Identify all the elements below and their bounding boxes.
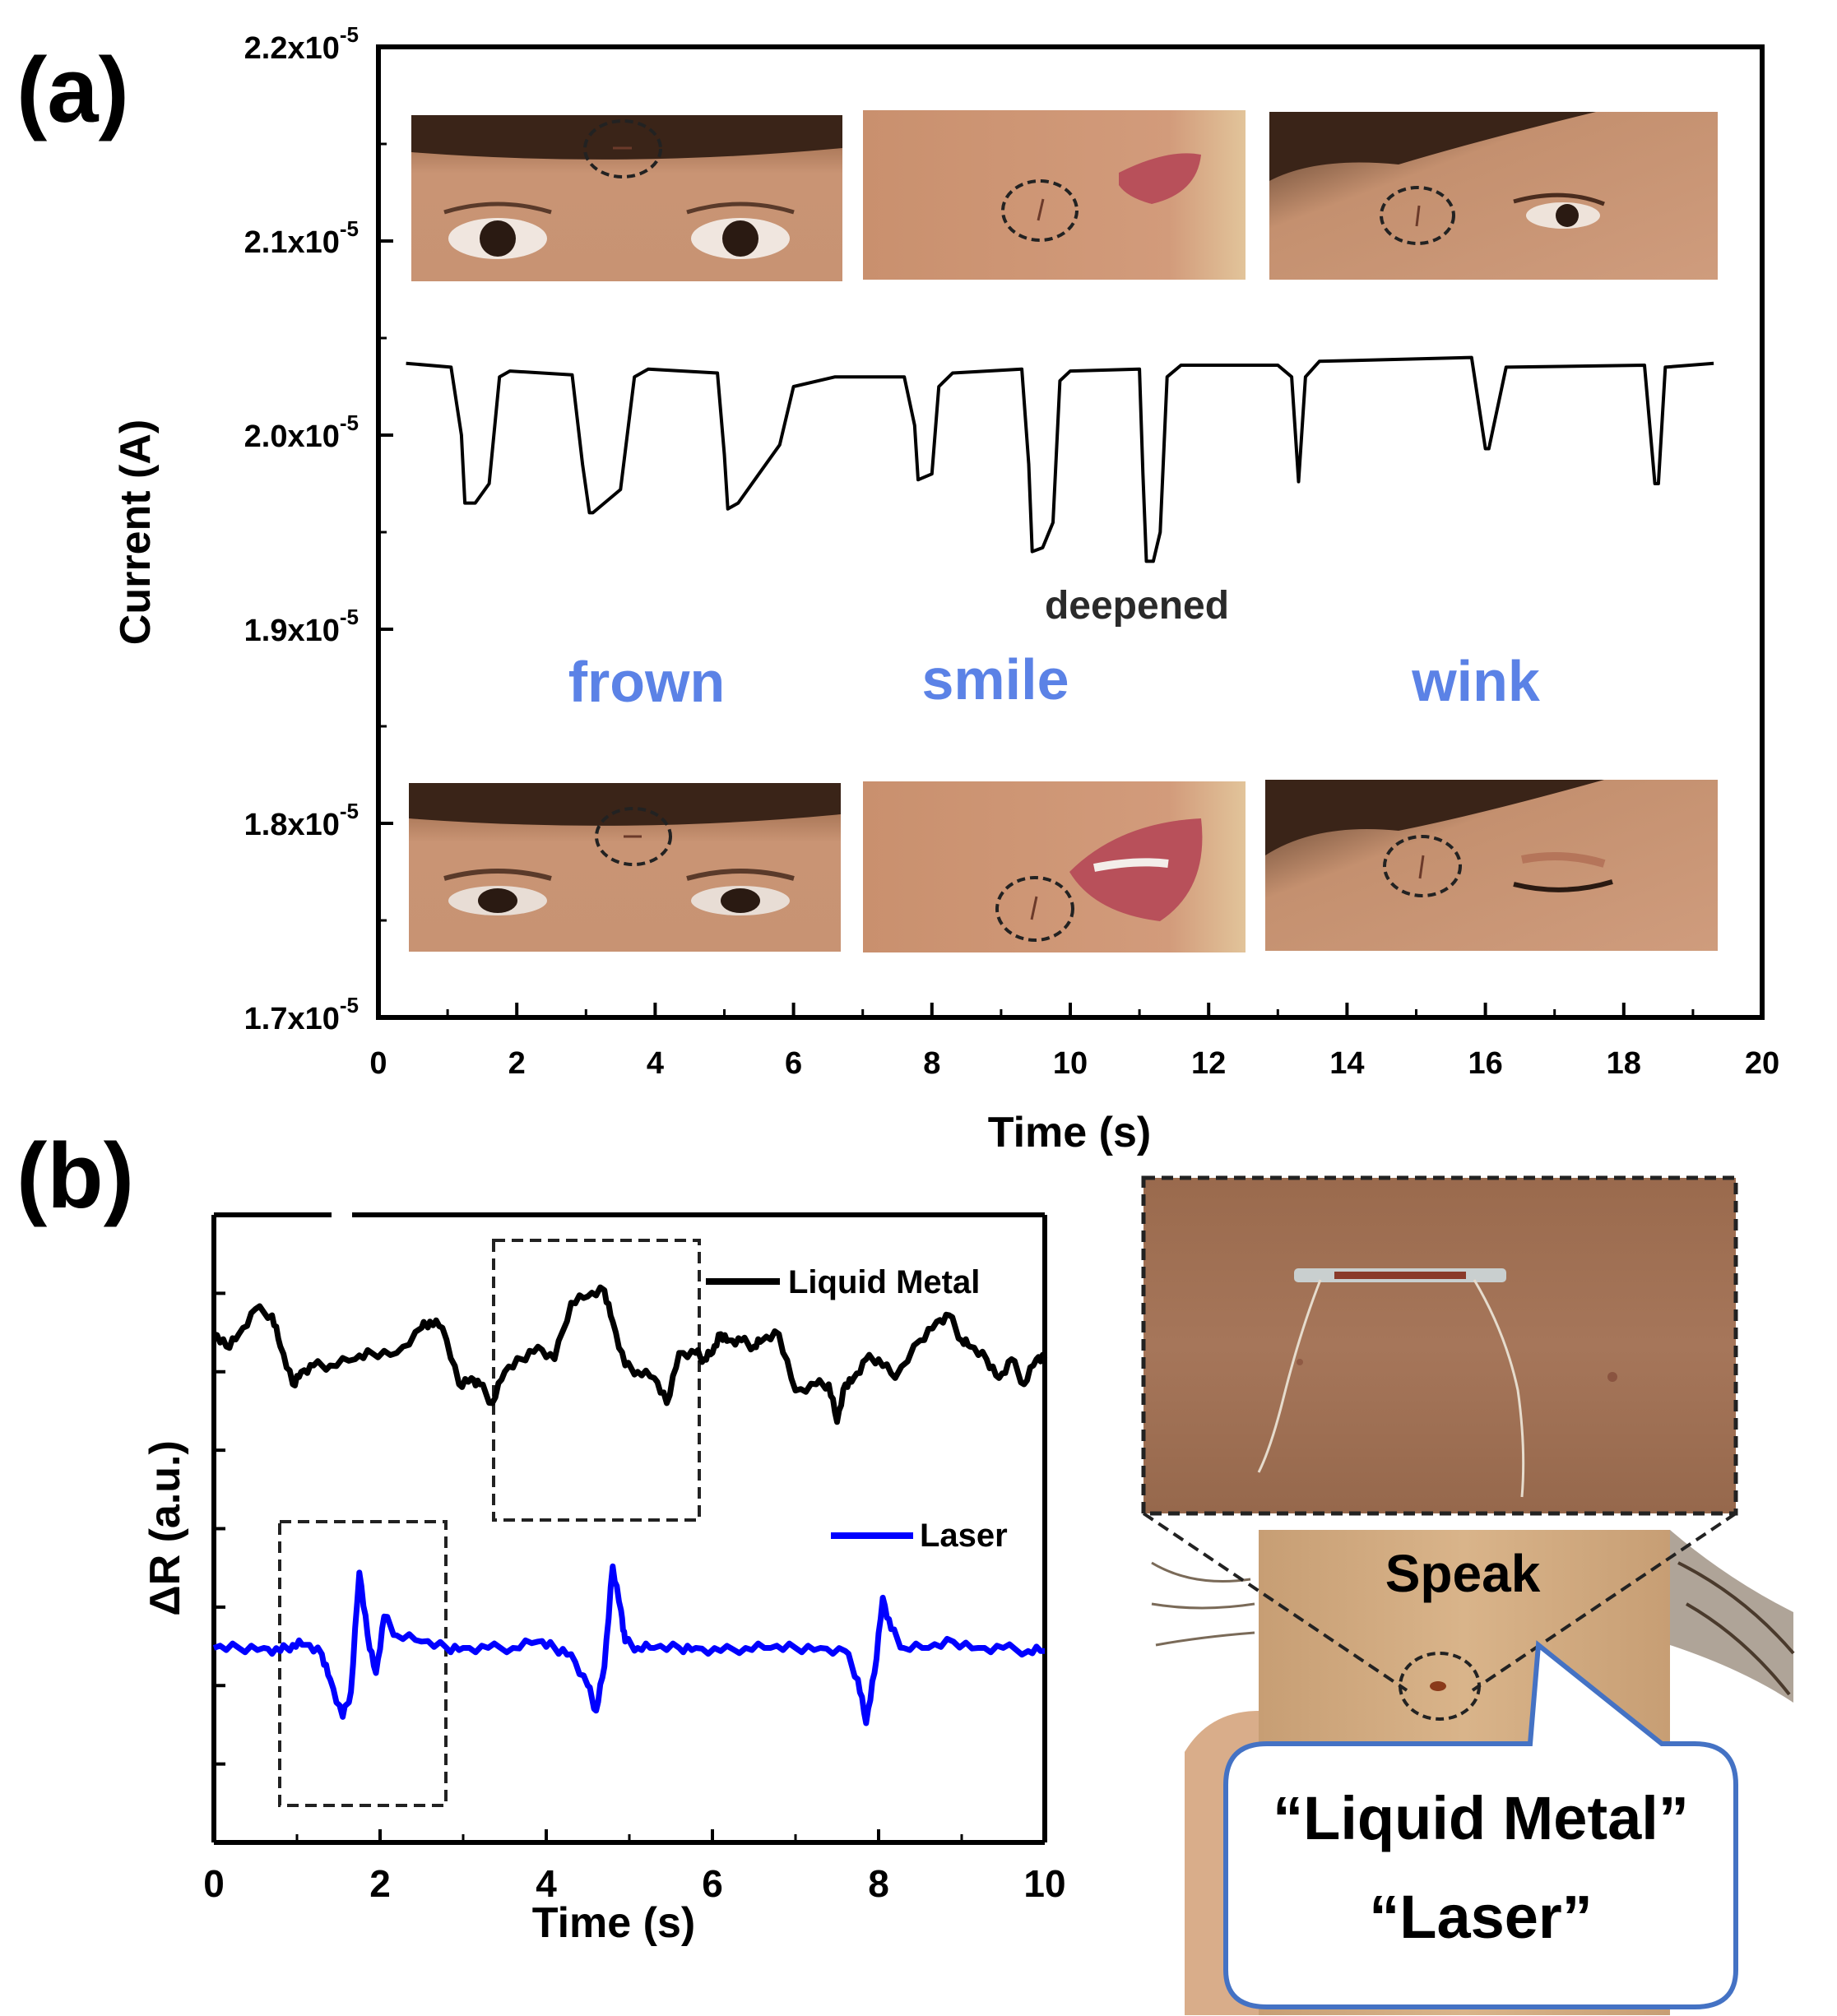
highlight-box-liquid-metal	[492, 1239, 701, 1522]
panel-a-label: (a)	[16, 39, 129, 141]
laser-trace	[212, 1563, 1045, 1726]
panel-a-photo-top-frown	[411, 115, 842, 281]
panel-a-x-ticks: 0 2 4 6 8 10 12 14 16 18 20	[369, 1003, 1779, 1081]
bubble-line-laser: “Laser”	[1369, 1883, 1592, 1951]
panel-b-x-tick-label: 0	[203, 1862, 225, 1905]
panel-a-y-tick-label: 2.0x10-5	[244, 410, 359, 454]
panel-a-x-tick-label: 20	[1745, 1046, 1779, 1081]
panel-a-x-tick-label: 4	[647, 1046, 664, 1081]
panel-a-x-tick-label: 10	[1053, 1046, 1088, 1081]
expression-label-wink: wink	[1411, 649, 1540, 713]
liquid-metal-trace	[213, 1284, 1048, 1425]
panel-a-x-axis-title: Time (s)	[988, 1109, 1151, 1156]
panel-a-photo-bottom-frown	[409, 783, 841, 952]
panel-a-x-tick-label: 12	[1191, 1046, 1226, 1081]
panel-b-y-axis-title: ΔR (a.u.)	[141, 1440, 189, 1616]
panel-a-y-axis-title: Current (A)	[112, 419, 160, 645]
panel-a-x-tick-label: 18	[1607, 1046, 1641, 1081]
expression-label-frown: frown	[568, 650, 726, 714]
panel-b-x-tick-label: 4	[536, 1862, 557, 1905]
panel-a-x-tick-label: 8	[923, 1046, 940, 1081]
panel-b-x-axis-title: Time (s)	[532, 1899, 695, 1947]
speech-bubble: “Liquid Metal” “Laser”	[1223, 1640, 1738, 2009]
panel-b-label: (b)	[16, 1124, 134, 1227]
panel-a-x-tick-label: 16	[1468, 1046, 1502, 1081]
panel-a-axes: 2.2x10-5 2.1x10-5 2.0x10-5 1.9x10-5 1.8x10-5…	[244, 22, 1780, 1081]
panel-a-y-tick-label: 2.1x10-5	[244, 216, 359, 260]
bubble-line-liquid-metal: “Liquid Metal”	[1273, 1784, 1689, 1852]
panel-a-y-ticks: 2.2x10-5 2.1x10-5 2.0x10-5 1.9x10-5 1.8x10-5…	[244, 22, 393, 1036]
panel-b-axes: 0 2 4 6 8 10	[203, 1212, 1066, 1905]
annotation-deepened: deepened	[1045, 584, 1229, 628]
legend: Liquid Metal Laser	[706, 1264, 1008, 1554]
highlight-box-laser	[278, 1520, 448, 1807]
sensor-closeup-photo	[1141, 1175, 1738, 1692]
panel-a-photo-top-wink	[1269, 112, 1718, 280]
panel-a-photo-top-smile	[863, 110, 1246, 280]
panel-a-current-trace	[406, 355, 1714, 563]
panel-b-y-ticks	[214, 1213, 225, 1844]
panel-a-x-tick-label: 0	[369, 1046, 387, 1081]
panel-b-x-ticks: 0 2 4 6 8 10	[203, 1829, 1066, 1905]
panel-a-x-tick-label: 14	[1329, 1046, 1364, 1081]
legend-label-liquid-metal: Liquid Metal	[788, 1264, 980, 1300]
legend-label-laser: Laser	[920, 1518, 1008, 1554]
panel-a-y-tick-label: 2.2x10-5	[244, 22, 359, 66]
expression-label-smile: smile	[922, 647, 1069, 711]
panel-a-x-tick-label: 2	[508, 1046, 526, 1081]
panel-b-x-tick-label: 8	[868, 1862, 889, 1905]
panel-a-y-tick-label: 1.9x10-5	[244, 605, 359, 648]
panel-a-photo-bottom-smile	[863, 781, 1246, 952]
panel-b-x-tick-label: 10	[1023, 1862, 1065, 1905]
panel-b-x-tick-label: 2	[369, 1862, 391, 1905]
panel-a-y-tick-label: 1.7x10-5	[244, 993, 359, 1036]
speak-label: Speak	[1385, 1544, 1541, 1603]
panel-a-x-tick-label: 6	[785, 1046, 802, 1081]
panel-b-x-tick-label: 6	[702, 1862, 723, 1905]
panel-a-photo-bottom-wink	[1265, 780, 1718, 951]
panel-a-y-tick-label: 1.8x10-5	[244, 799, 359, 842]
